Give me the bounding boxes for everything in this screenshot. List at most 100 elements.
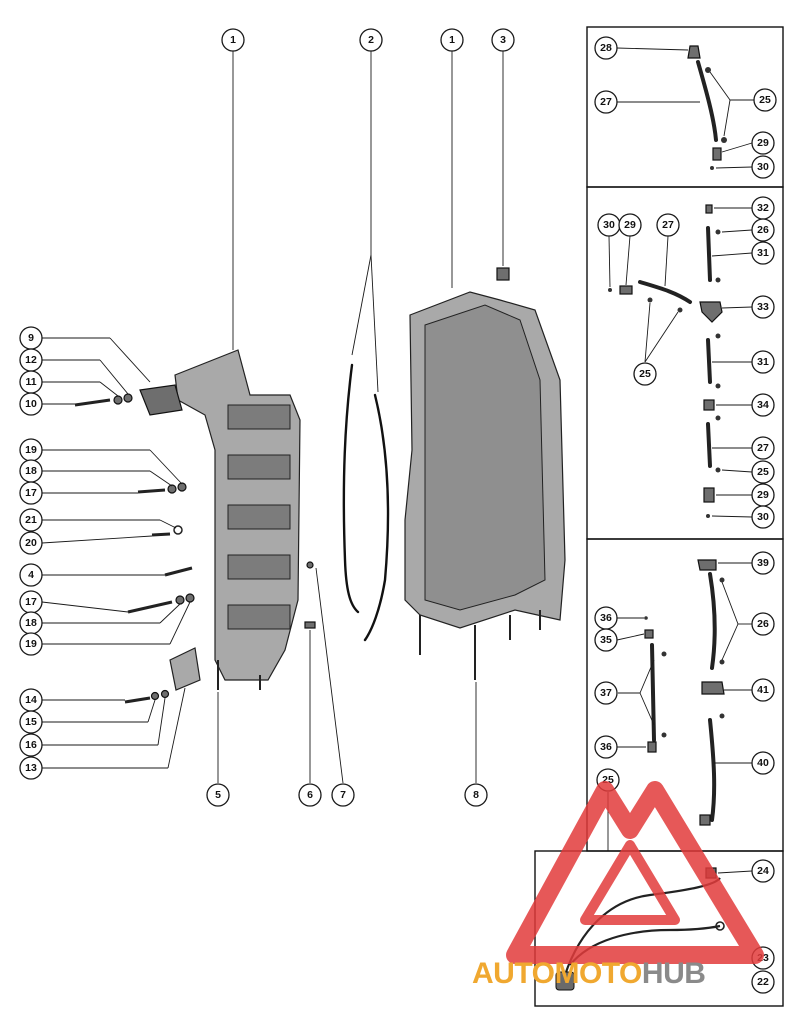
svg-text:30: 30 — [757, 511, 769, 523]
svg-text:29: 29 — [624, 219, 636, 231]
svg-text:1: 1 — [230, 34, 236, 46]
callout-13: 13 — [19, 756, 43, 780]
svg-text:27: 27 — [662, 219, 674, 231]
svg-text:4: 4 — [28, 569, 34, 581]
svg-text:21: 21 — [25, 514, 37, 526]
svg-text:2: 2 — [368, 34, 374, 46]
callout-p4-22: 22 — [751, 970, 775, 994]
callout-1-crankcase: 1 — [221, 28, 245, 52]
svg-text:24: 24 — [757, 865, 769, 877]
svg-text:26: 26 — [757, 224, 769, 236]
svg-text:25: 25 — [639, 368, 651, 380]
svg-text:28: 28 — [600, 42, 612, 54]
svg-text:17: 17 — [25, 596, 37, 608]
callout-9: 9 — [19, 326, 43, 350]
callout-p2-30: 30 — [597, 213, 621, 237]
svg-text:36: 36 — [600, 612, 612, 624]
callout-p2-30-lower: 30 — [751, 505, 775, 529]
callout-18-lower: 18 — [19, 611, 43, 635]
callout-5: 5 — [206, 783, 230, 807]
callout-6: 6 — [298, 783, 322, 807]
svg-text:32: 32 — [757, 202, 769, 214]
svg-text:35: 35 — [600, 634, 612, 646]
callout-21: 21 — [19, 508, 43, 532]
callout-p4-24: 24 — [751, 859, 775, 883]
svg-text:6: 6 — [307, 789, 313, 801]
watermark-text-moto: MOTO — [554, 957, 642, 990]
svg-text:36: 36 — [600, 741, 612, 753]
svg-text:3: 3 — [500, 34, 506, 46]
svg-text:5: 5 — [215, 789, 221, 801]
svg-text:1: 1 — [449, 34, 455, 46]
svg-text:37: 37 — [600, 687, 612, 699]
callout-p2-26: 26 — [751, 218, 775, 242]
svg-text:14: 14 — [25, 694, 37, 706]
callout-1-block: 1 — [440, 28, 464, 52]
panel-1-parts — [687, 45, 727, 170]
left-hardware — [74, 384, 316, 704]
callout-p3-35: 35 — [594, 628, 618, 652]
svg-text:15: 15 — [25, 716, 37, 728]
svg-text:25: 25 — [759, 94, 771, 106]
svg-text:9: 9 — [28, 332, 34, 344]
callout-p2-27-upper: 27 — [656, 213, 680, 237]
callout-p2-29: 29 — [618, 213, 642, 237]
callout-19-upper: 19 — [19, 438, 43, 462]
callout-3: 3 — [491, 28, 515, 52]
callout-p2-25-lower: 25 — [751, 460, 775, 484]
callout-p2-25-upper: 25 — [633, 362, 657, 386]
svg-text:31: 31 — [757, 247, 769, 259]
callout-12: 12 — [19, 348, 43, 372]
watermark-logo — [506, 781, 764, 964]
svg-text:26: 26 — [757, 618, 769, 630]
svg-text:7: 7 — [340, 789, 346, 801]
callout-10: 10 — [19, 392, 43, 416]
crankcase-cover — [174, 349, 301, 690]
callout-p3-37: 37 — [594, 681, 618, 705]
callout-17-lower: 17 — [19, 590, 43, 614]
callout-17-upper: 17 — [19, 481, 43, 505]
callout-p3-40: 40 — [751, 751, 775, 775]
callout-p3-26: 26 — [751, 612, 775, 636]
callout-p1-27: 27 — [594, 90, 618, 114]
callout-11: 11 — [19, 370, 43, 394]
svg-text:19: 19 — [25, 638, 37, 650]
callout-p3-39: 39 — [751, 551, 775, 575]
panel-2-parts — [608, 204, 723, 518]
svg-text:29: 29 — [757, 137, 769, 149]
svg-text:30: 30 — [603, 219, 615, 231]
svg-text:27: 27 — [600, 96, 612, 108]
svg-text:12: 12 — [25, 354, 37, 366]
svg-text:22: 22 — [757, 976, 769, 988]
svg-text:41: 41 — [757, 684, 769, 696]
callout-2: 2 — [359, 28, 383, 52]
svg-text:13: 13 — [25, 762, 37, 774]
svg-text:33: 33 — [757, 301, 769, 313]
svg-text:16: 16 — [25, 739, 37, 751]
callout-p2-31-upper: 31 — [751, 241, 775, 265]
svg-text:27: 27 — [757, 442, 769, 454]
svg-text:10: 10 — [25, 398, 37, 410]
svg-text:8: 8 — [473, 789, 479, 801]
callout-p2-27-lower: 27 — [751, 436, 775, 460]
svg-text:19: 19 — [25, 444, 37, 456]
callout-14: 14 — [19, 688, 43, 712]
svg-text:25: 25 — [757, 466, 769, 478]
callout-p1-30: 30 — [751, 155, 775, 179]
callout-p3-36-lower: 36 — [594, 735, 618, 759]
callout-p1-29: 29 — [751, 131, 775, 155]
svg-text:18: 18 — [25, 465, 37, 477]
callout-16: 16 — [19, 733, 43, 757]
svg-text:40: 40 — [757, 757, 769, 769]
watermark-text-auto: AUTO — [472, 957, 555, 990]
svg-text:20: 20 — [25, 537, 37, 549]
callout-p1-28: 28 — [594, 36, 618, 60]
callout-p2-29-lower: 29 — [751, 483, 775, 507]
svg-text:39: 39 — [757, 557, 769, 569]
callout-19-lower: 19 — [19, 632, 43, 656]
callout-p2-34: 34 — [751, 393, 775, 417]
gasket-strips — [342, 363, 390, 642]
svg-text:18: 18 — [25, 617, 37, 629]
callout-p3-41: 41 — [751, 678, 775, 702]
